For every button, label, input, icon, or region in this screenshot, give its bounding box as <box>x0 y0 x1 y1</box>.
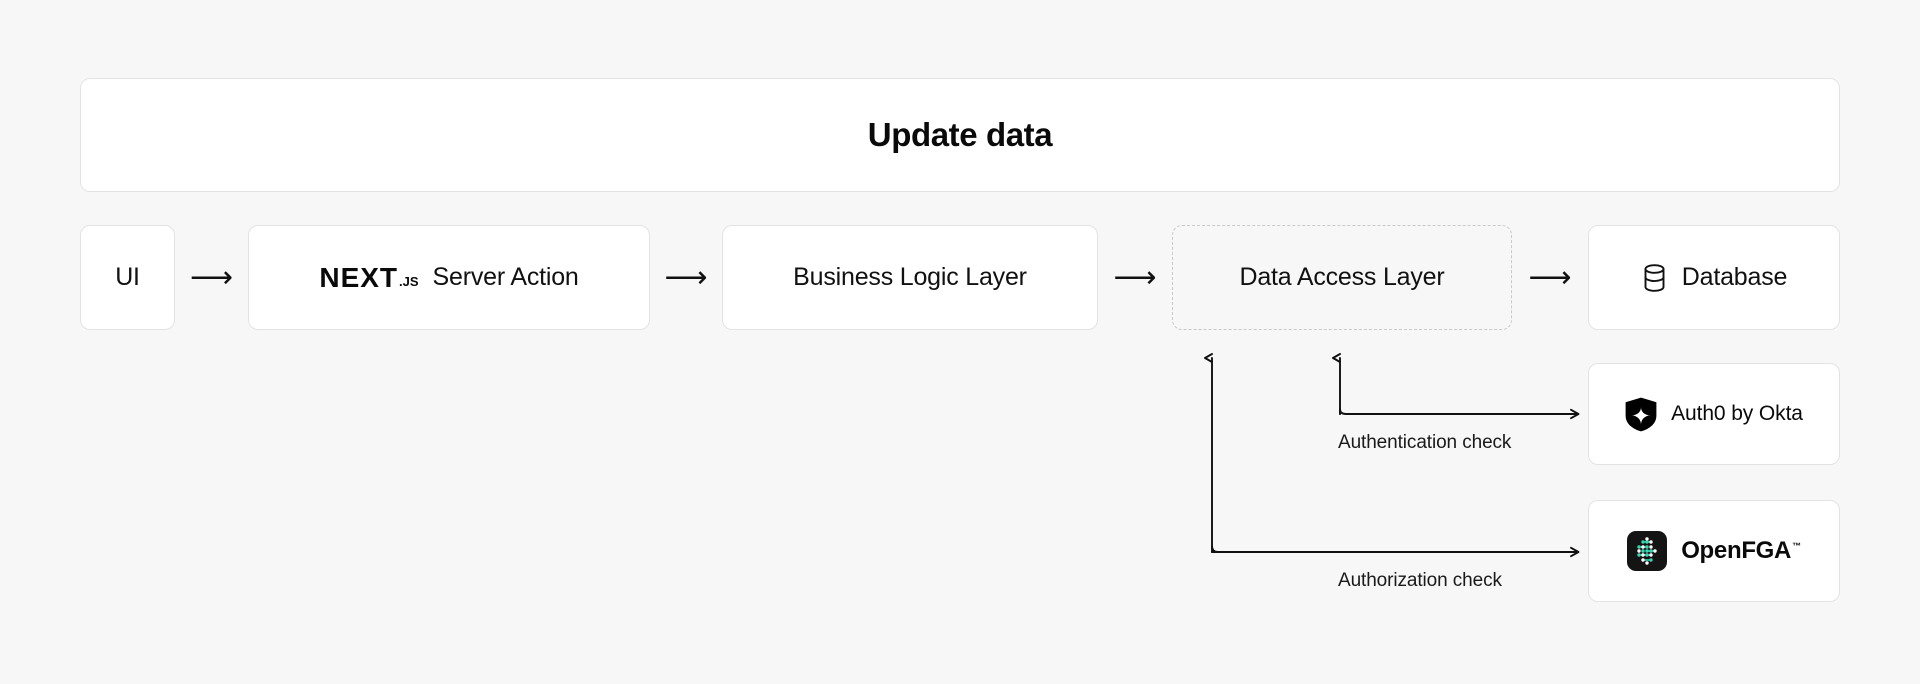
auth0-shield-icon <box>1625 397 1657 432</box>
node-auth0[interactable]: Auth0 by Okta <box>1588 363 1840 465</box>
database-icon <box>1641 263 1668 293</box>
caption-authorization-check: Authorization check <box>1338 570 1502 591</box>
title-panel: Update data <box>80 78 1840 192</box>
nextjs-suffix: .JS <box>399 273 419 289</box>
node-business-logic-layer-label: Business Logic Layer <box>793 263 1027 291</box>
node-openfga[interactable]: OpenFGA™ <box>1588 500 1840 602</box>
node-business-logic-layer[interactable]: Business Logic Layer <box>722 225 1098 330</box>
node-data-access-layer-label: Data Access Layer <box>1239 263 1445 291</box>
node-openfga-label: OpenFGA <box>1681 537 1792 564</box>
node-server-action[interactable]: NEXT.JS Server Action <box>248 225 650 330</box>
node-auth0-label: Auth0 by Okta <box>1671 402 1803 425</box>
node-openfga-label-wrap: OpenFGA™ <box>1681 537 1801 565</box>
page-title: Update data <box>867 116 1053 153</box>
connector-authentication <box>1332 353 1580 420</box>
node-database[interactable]: Database <box>1588 225 1840 330</box>
connector-authorization <box>1204 353 1580 558</box>
node-server-action-label: Server Action <box>432 263 579 291</box>
node-data-access-layer[interactable]: Data Access Layer <box>1172 225 1512 330</box>
nextjs-logo-icon: NEXT.JS <box>319 262 418 294</box>
node-ui-label: UI <box>115 263 140 291</box>
arrow-ui-to-server-action: ⟶ <box>189 261 233 294</box>
arrow-data-access-to-database: ⟶ <box>1528 261 1572 294</box>
node-database-label: Database <box>1681 263 1788 291</box>
nextjs-wordmark: NEXT <box>319 261 399 293</box>
caption-authentication-check: Authentication check <box>1338 432 1512 453</box>
openfga-icon <box>1627 531 1668 571</box>
arrow-business-logic-to-data-access: ⟶ <box>1113 261 1157 294</box>
node-ui[interactable]: UI <box>80 225 175 330</box>
openfga-trademark: ™ <box>1792 541 1801 551</box>
arrow-server-action-to-business-logic: ⟶ <box>664 261 708 294</box>
